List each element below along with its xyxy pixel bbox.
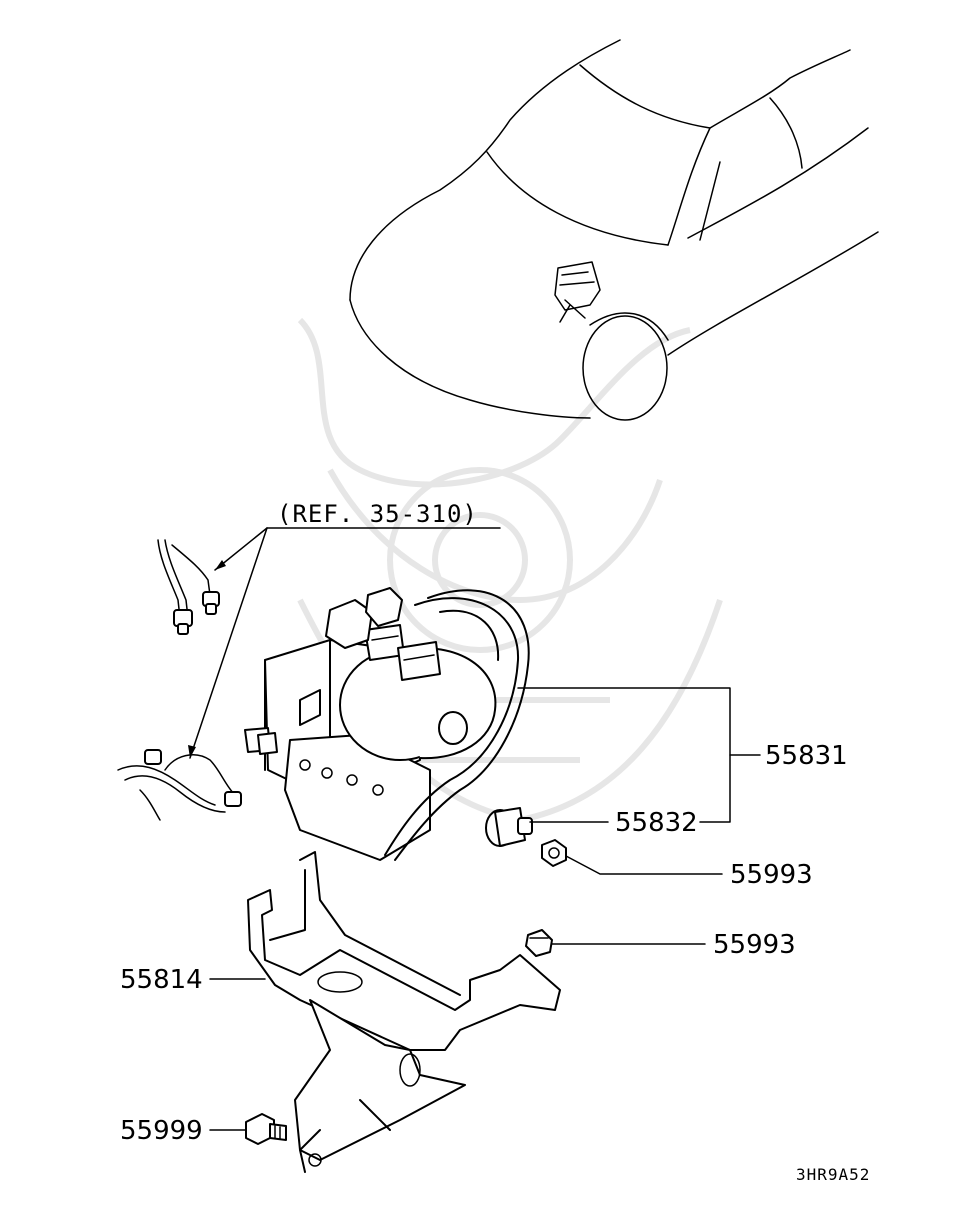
callout-hydraulic-unit: 55831: [765, 741, 848, 771]
callout-bracket: 55814: [120, 965, 203, 995]
callout-leaders: [209, 687, 761, 1131]
nut-upper: [541, 839, 567, 867]
callout-nut-upper: 55993: [730, 860, 813, 890]
abs-mounting-bracket: [247, 851, 561, 1173]
abs-hydraulic-unit: [244, 587, 530, 861]
drawing-code: 3HR9A52: [796, 1165, 870, 1184]
callout-nut-lower: 55993: [713, 930, 796, 960]
nut-lower: [525, 929, 553, 957]
vehicle-outline: [349, 39, 879, 421]
callout-relay-bushing: 55832: [615, 808, 698, 838]
reference-callout: (REF. 35-310): [188, 500, 501, 759]
brake-pipe-upper: [157, 539, 220, 635]
callout-bolt: 55999: [120, 1116, 203, 1146]
reference-note: (REF. 35-310): [277, 500, 478, 528]
brake-pipe-lower: [117, 749, 242, 821]
flange-bolt: [245, 1113, 287, 1145]
abs-relay-bushing: [485, 807, 533, 847]
part-number-labels: 55831 55832 55993 55993 55814 55999: [120, 741, 848, 1146]
